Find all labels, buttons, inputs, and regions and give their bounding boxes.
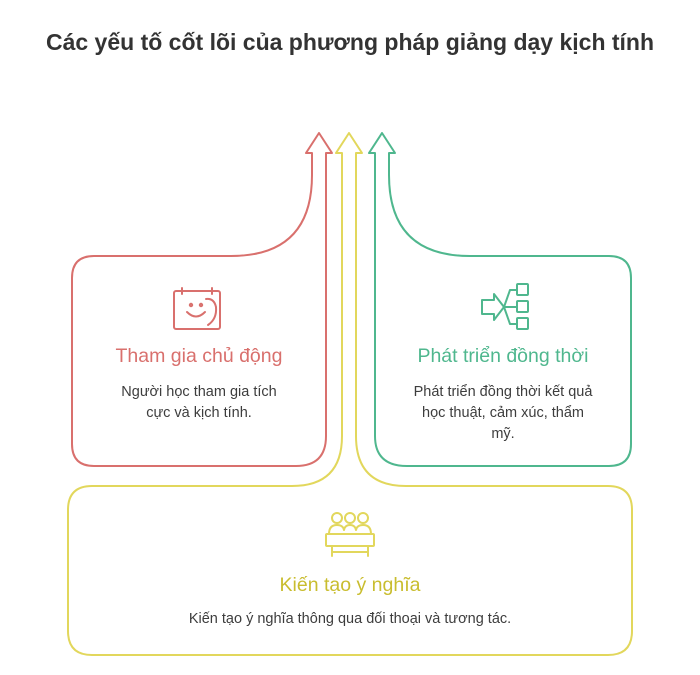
left-card-description: Người học tham gia tích cực và kịch tính…	[121, 384, 277, 421]
right-card-description: Phát triển đồng thời kết quả học thuật, …	[413, 384, 593, 442]
bottom-card-description: Kiến tạo ý nghĩa thông qua đối thoại và …	[188, 611, 512, 627]
diagram-title: Các yếu tố cốt lõi của phương pháp giảng…	[45, 29, 655, 55]
left-card-title: Tham gia chủ động	[115, 345, 283, 367]
right-card-outline	[368, 132, 632, 467]
left-card-outline	[71, 132, 333, 467]
distribution-icon	[481, 283, 529, 330]
group-meeting-icon	[325, 512, 375, 557]
drama-masks-icon	[173, 287, 221, 330]
bottom-card-title: Kiến tạo ý nghĩa	[279, 574, 421, 596]
bottom-card-outline	[67, 132, 633, 656]
right-card-title: Phát triển đồng thời	[417, 345, 589, 367]
